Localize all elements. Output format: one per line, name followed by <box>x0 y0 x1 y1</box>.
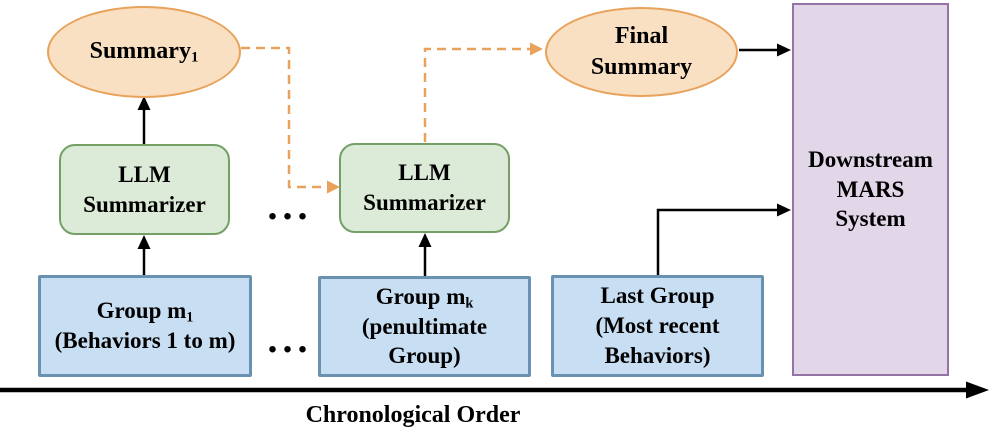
downstream-mars-node: Downstream MARS System <box>792 3 949 376</box>
summary1-node: Summary1 <box>47 6 241 98</box>
llm-summarizer-1-node: LLM Summarizer <box>59 144 230 235</box>
group-mk-subtitle: (penultimate Group) <box>361 313 488 369</box>
llm-summarizer-1-label: LLM Summarizer <box>83 161 206 217</box>
downstream-mars-label: Downstream MARS System <box>808 146 933 232</box>
arrow-last-group-to-mars <box>656 203 791 275</box>
dashed-arrow-summarizer2-to-final-summary <box>423 42 543 142</box>
chronological-axis-arrow <box>0 381 989 399</box>
group-m1-title: Group m1 <box>96 298 194 326</box>
arrow-final-summary-to-mars <box>739 43 791 57</box>
group-m1-subscript: 1 <box>186 309 194 326</box>
arrow-summarizer1-to-summary1 <box>137 96 151 144</box>
group-m1-subtitle: (Behaviors 1 to m) <box>54 328 236 353</box>
summary1-label: Summary1 <box>89 38 199 67</box>
last-group-subtitle: (Most recent Behaviors) <box>595 313 720 368</box>
llm-summarizer-2-node: LLM Summarizer <box>339 143 510 233</box>
dashed-arrow-summary1-to-summarizer2 <box>241 46 340 194</box>
last-group-node: Last Group (Most recent Behaviors) <box>551 275 764 377</box>
final-summary-label: Final Summary <box>590 22 693 80</box>
final-summary-node: Final Summary <box>545 7 738 97</box>
last-group-title: Last Group <box>600 283 715 309</box>
llm-summarizer-2-label: LLM Summarizer <box>363 160 486 215</box>
group-m1-node: Group m1 (Behaviors 1 to m) <box>38 275 252 377</box>
ellipsis-summarizer-row: ... <box>267 183 313 228</box>
group-mk-node: Group mk (penultimate Group) <box>318 276 531 377</box>
group-mk-subscript: k <box>465 295 474 312</box>
arrow-group-m1-to-summarizer1 <box>137 235 151 275</box>
arrow-group-mk-to-summarizer2 <box>418 233 432 276</box>
group-mk-title: Group mk <box>375 283 474 312</box>
ellipsis-group-row: ... <box>267 316 313 361</box>
chronological-order-label: Chronological Order <box>305 402 521 428</box>
summary1-subscript: 1 <box>190 50 199 67</box>
